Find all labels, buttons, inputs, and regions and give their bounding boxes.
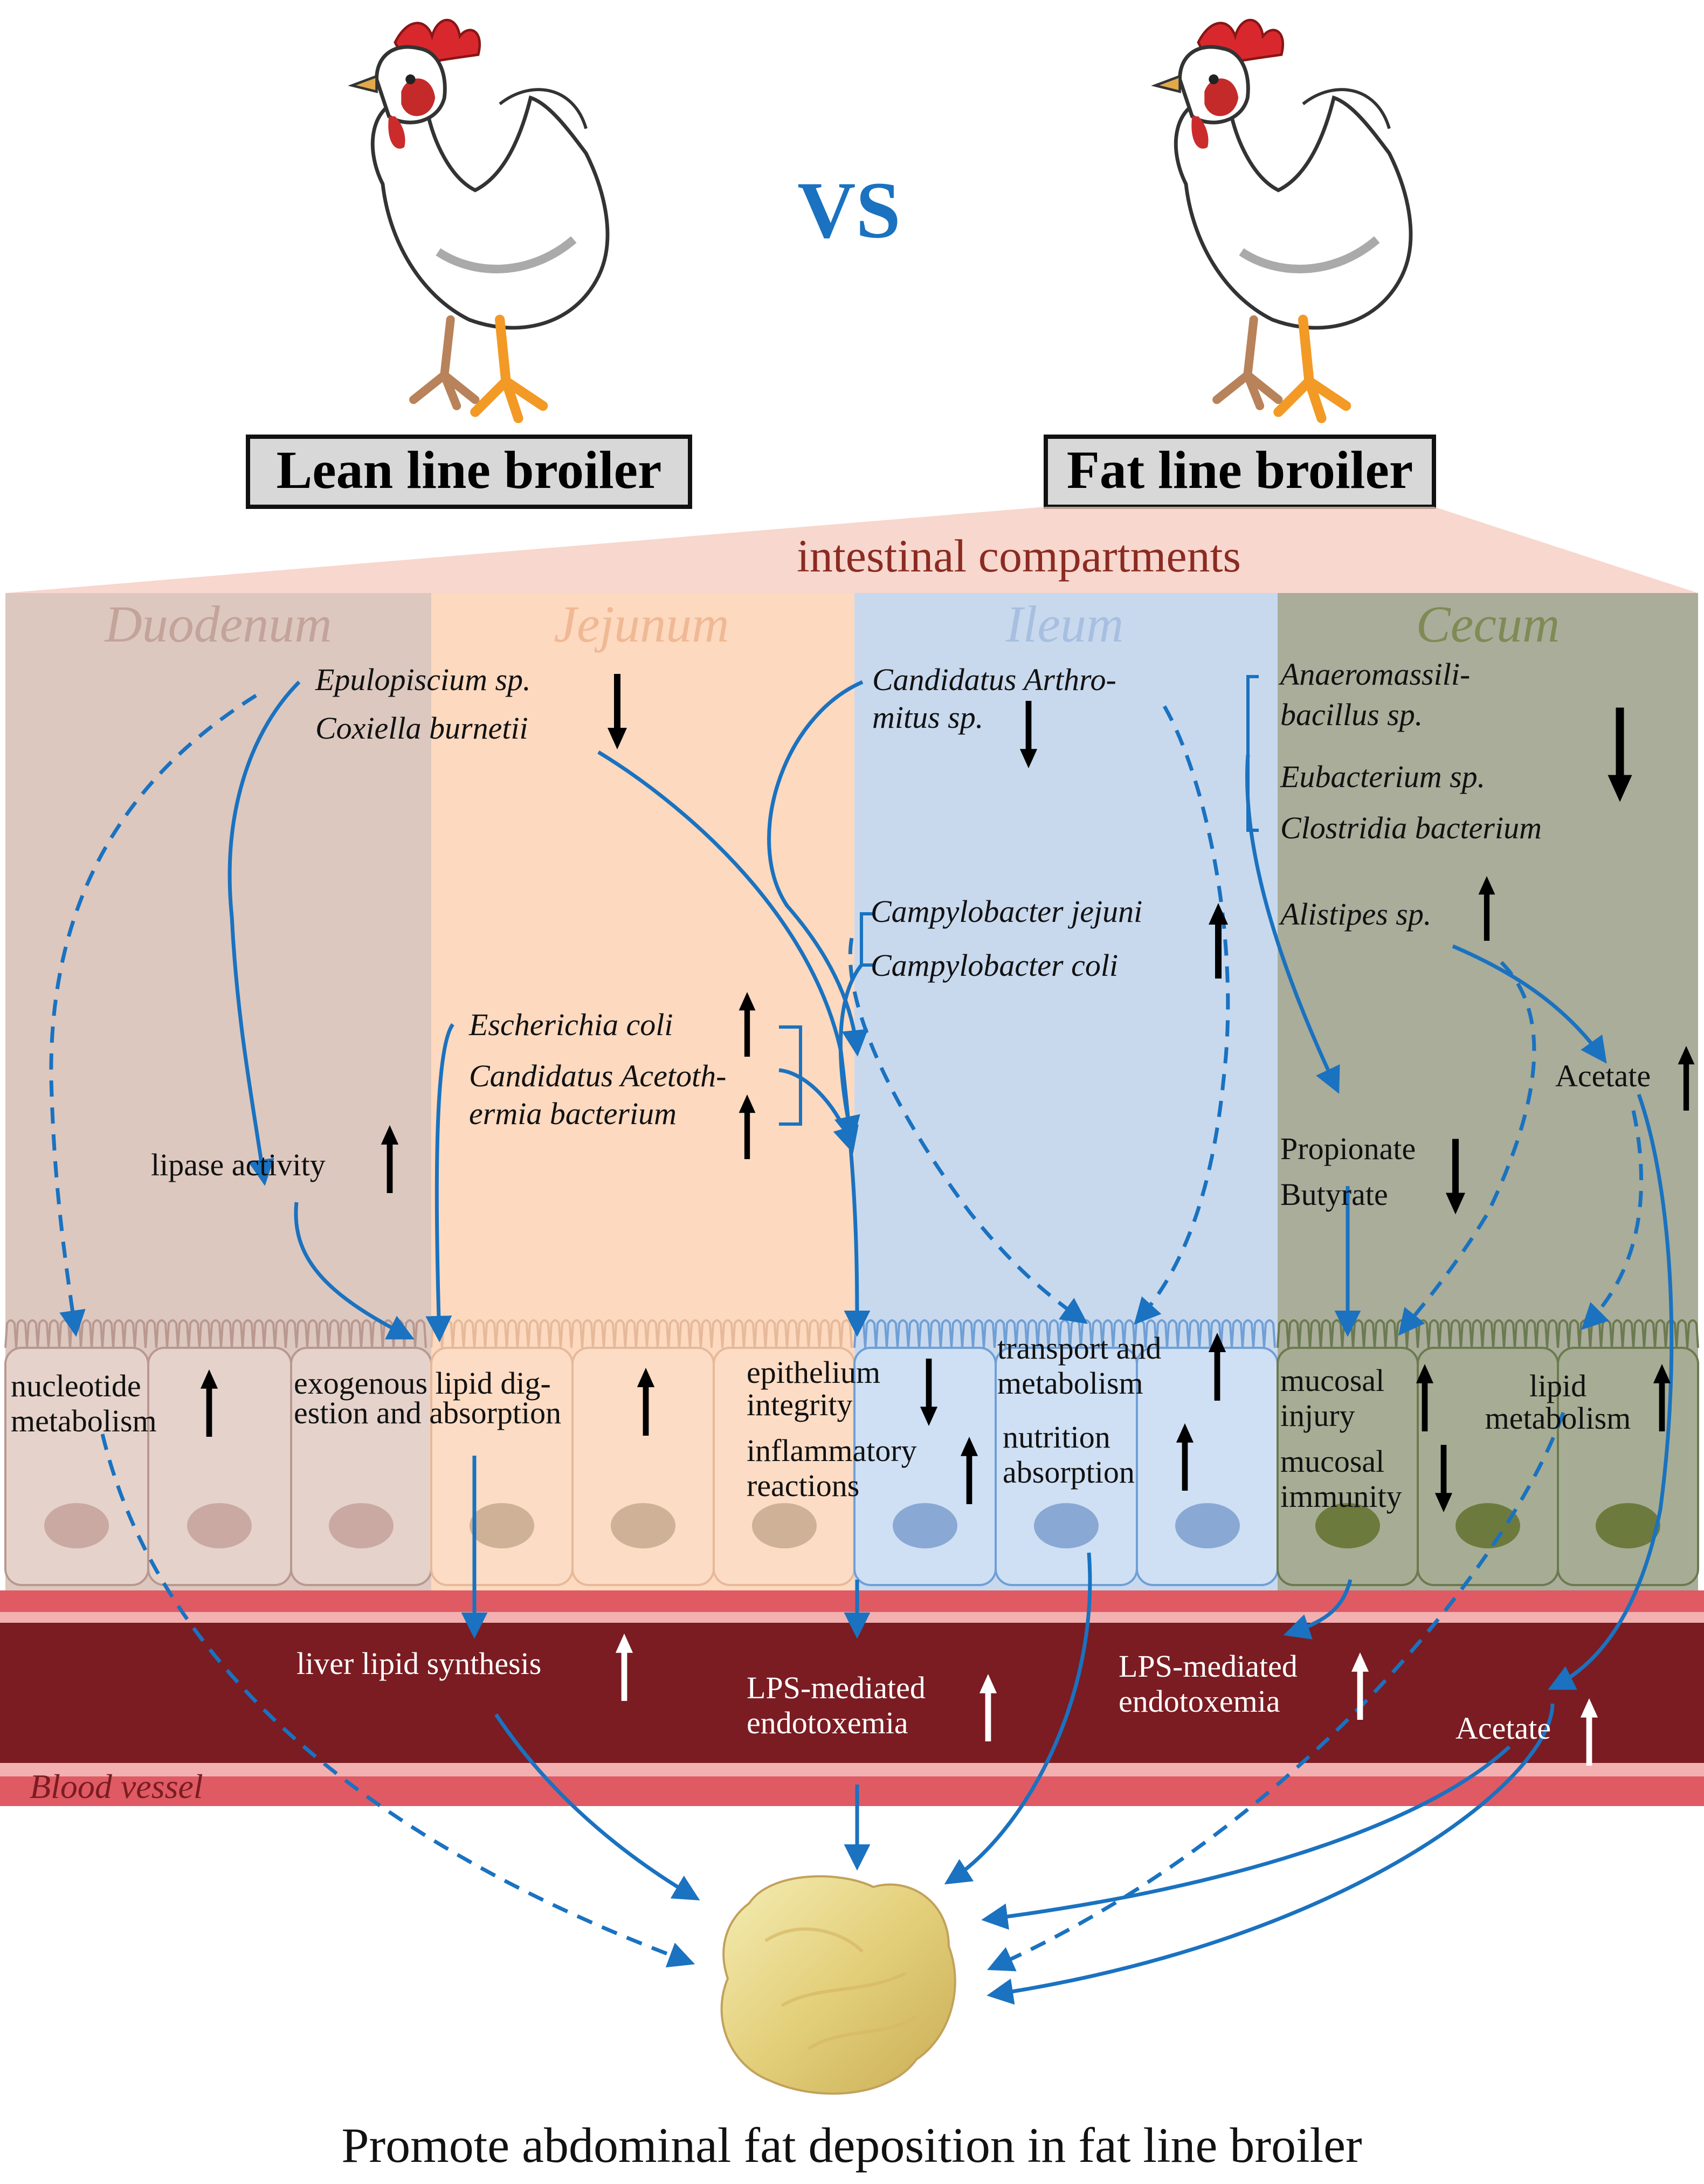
duodenum-title: Duodenum (104, 595, 332, 653)
transport-metabolism-1: transport and (997, 1331, 1161, 1366)
nutrition-absorption-2: absorption (1003, 1455, 1135, 1490)
cecum-title: Cecum (1416, 595, 1560, 653)
lipase-activity-label: lipase activity (151, 1147, 326, 1182)
epithelium-cells (4, 1347, 1699, 1586)
dashed-flow-arrows (49, 694, 1644, 1972)
bacterium-ecoli: Escherichia coli (468, 1007, 673, 1042)
compartments-header: intestinal compartments (797, 530, 1241, 582)
epithelium-integrity-1: epithelium (747, 1355, 880, 1390)
jejunum-title: Jejunum (554, 595, 729, 653)
microvilli-segment (430, 1319, 853, 1348)
fat-chicken-icon (1155, 20, 1411, 418)
lean-line-label: Lean line broiler (246, 435, 692, 509)
nutrition-absorption-1: nutrition (1003, 1420, 1110, 1455)
svg-text:Fat line broiler: Fat line broiler (1067, 440, 1413, 500)
bacterium-coxiella: Coxiella burnetii (315, 711, 528, 746)
fat-line-label: Fat line broiler (1044, 435, 1436, 509)
ileum-title: Ileum (1005, 595, 1124, 653)
lipid-metabolism-1: lipid (1529, 1368, 1586, 1403)
inflammatory-reactions-2: reactions (747, 1468, 859, 1503)
lipid-metabolism-2: metabolism (1485, 1401, 1631, 1436)
bacterium-clostridia: Clostridia bacterium (1280, 810, 1542, 845)
mucosal-injury-1: mucosal (1280, 1363, 1384, 1398)
butyrate-label: Butyrate (1280, 1177, 1388, 1212)
lps-endotoxemia-ileum-2: endotoxemia (747, 1705, 908, 1740)
lps-endotoxemia-cecum-1: LPS-mediated (1119, 1649, 1298, 1684)
inflammatory-reactions-1: inflammatory (747, 1433, 917, 1468)
svg-text:Lean line broiler: Lean line broiler (277, 440, 662, 500)
abdominal-fat-image (720, 1875, 956, 2095)
blood-vessel-label: Blood vessel (30, 1767, 203, 1806)
bacterium-eubacterium: Eubacterium sp. (1280, 759, 1485, 794)
bacterium-arthromitus-1: Candidatus Arthro- (872, 662, 1116, 697)
lipid-digestion-2: estion and absorption (294, 1395, 561, 1430)
liver-lipid-synthesis: liver lipid synthesis (296, 1646, 541, 1681)
bacterium-alistipes: Alistipes sp. (1278, 897, 1431, 932)
lps-endotoxemia-cecum-2: endotoxemia (1119, 1684, 1280, 1719)
bacterium-acetothermia-2: ermia bacterium (469, 1096, 677, 1131)
vs-label: VS (797, 166, 901, 255)
mucosal-immunity-1: mucosal (1280, 1444, 1384, 1479)
fat-texture (764, 1927, 917, 2050)
footer-caption: Promote abdominal fat deposition in fat … (341, 2118, 1362, 2173)
bacterium-arthromitus-2: mitus sp. (872, 700, 983, 735)
bacterium-anaeromassili-1: Anaeromassili- (1278, 657, 1470, 692)
mucosal-immunity-2: immunity (1280, 1479, 1402, 1514)
blood-acetate-label: Acetate (1455, 1711, 1551, 1746)
bacterium-campylobacter-jejuni: Campylobacter jejuni (871, 894, 1142, 929)
lps-endotoxemia-ileum-1: LPS-mediated (747, 1670, 926, 1705)
compartments-funnel (5, 507, 1698, 593)
mucosal-injury-2: injury (1280, 1398, 1355, 1433)
bacterium-campylobacter-coli: Campylobacter coli (871, 948, 1118, 983)
flow-arrows (227, 680, 1674, 2005)
bacterium-acetothermia-1: Candidatus Acetoth- (469, 1058, 726, 1093)
epithelium-integrity-2: integrity (747, 1387, 853, 1422)
lipid-digestion-1: exogenous lipid dig- (294, 1366, 551, 1401)
transport-metabolism-2: metabolism (997, 1366, 1143, 1401)
bacterium-anaeromassili-2: bacillus sp. (1280, 697, 1423, 732)
bacterium-epulopiscium: Epulopiscium sp. (315, 662, 531, 697)
propionate-label: Propionate (1280, 1131, 1416, 1166)
nucleotide-metabolism-1: nucleotide (11, 1368, 141, 1403)
lean-chicken-icon (352, 20, 608, 418)
nucleotide-metabolism-2: metabolism (11, 1403, 157, 1438)
acetate-label: Acetate (1555, 1058, 1651, 1093)
